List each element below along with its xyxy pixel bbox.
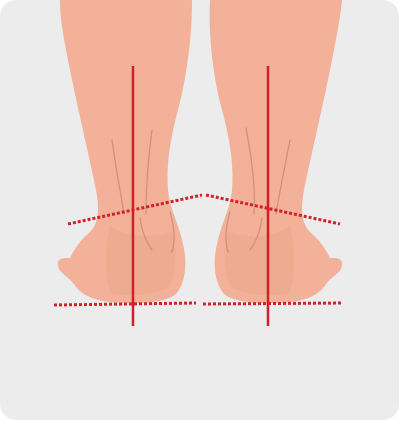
left-floor-line <box>53 301 197 307</box>
right-leg-shape <box>209 0 343 304</box>
alignment-markers <box>53 66 343 326</box>
left-leg-shape <box>57 0 193 304</box>
right-ankle-slope-line <box>205 193 341 226</box>
left-foot <box>57 0 193 304</box>
right-foot <box>209 0 343 304</box>
left-tendon-line-2 <box>145 129 153 215</box>
right-floor-line <box>202 301 343 306</box>
left-ankle-line <box>139 217 153 251</box>
right-ankle-line-2 <box>249 217 263 251</box>
left-tendon-line-1 <box>111 139 125 215</box>
left-ankle-line-2 <box>169 211 175 253</box>
left-ankle-slope-line <box>67 193 203 226</box>
right-ankle-line <box>225 211 231 253</box>
right-tendon-line-1 <box>245 127 256 215</box>
right-heel-shadow <box>224 226 295 296</box>
left-heel-shadow <box>105 226 176 296</box>
